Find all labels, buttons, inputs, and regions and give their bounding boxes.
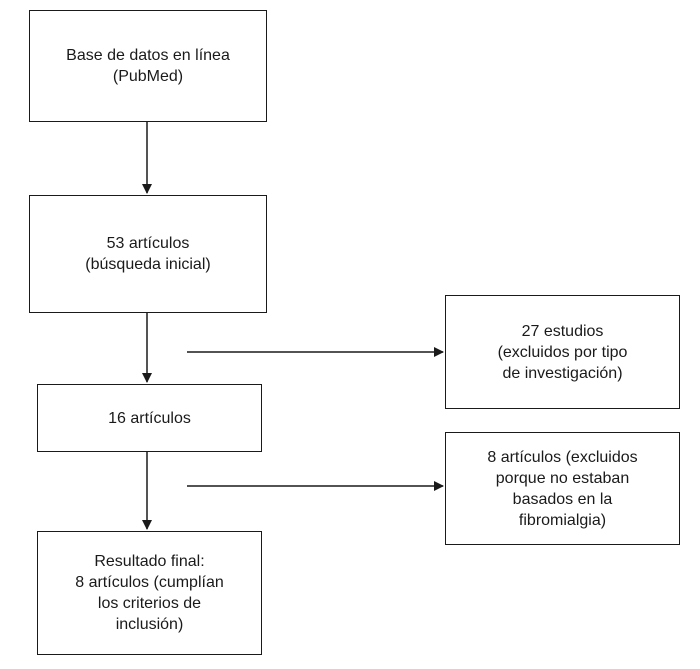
node-excluded-type-label: 27 estudios (excluidos por tipo de inves… <box>497 322 628 382</box>
node-final-result: Resultado final: 8 artículos (cumplían l… <box>37 531 262 655</box>
node-excluded-fibro: 8 artículos (excluidos porque no estaban… <box>445 432 680 545</box>
node-filtered-articles: 16 artículos <box>37 384 262 452</box>
node-initial-search: 53 artículos (búsqueda inicial) <box>29 195 267 313</box>
node-source-database-label: Base de datos en línea (PubMed) <box>66 47 230 85</box>
node-excluded-fibro-label: 8 artículos (excluidos porque no estaban… <box>487 448 638 529</box>
node-excluded-type: 27 estudios (excluidos por tipo de inves… <box>445 295 680 409</box>
node-final-result-label: Resultado final: 8 artículos (cumplían l… <box>75 553 224 633</box>
node-source-database: Base de datos en línea (PubMed) <box>29 10 267 122</box>
node-filtered-articles-label: 16 artículos <box>108 409 191 427</box>
node-initial-search-label: 53 artículos (búsqueda inicial) <box>85 235 211 273</box>
